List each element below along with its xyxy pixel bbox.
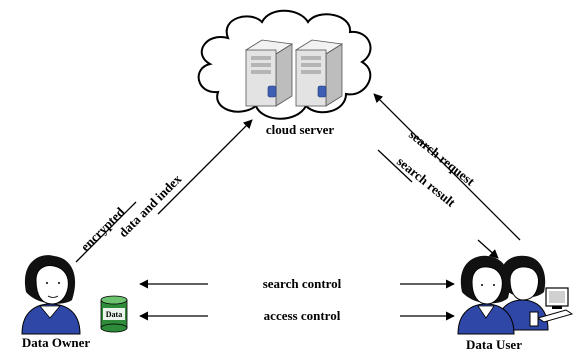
server-icon <box>244 39 294 107</box>
data-user-icon <box>457 255 549 335</box>
data-store-label: Data <box>106 310 122 319</box>
computer-icon <box>529 287 574 327</box>
data-user-label: Data User <box>466 337 522 351</box>
data-and-index-label: data and index <box>116 171 185 240</box>
upload-arrow-tail <box>75 201 137 263</box>
search-result-arrow <box>477 239 499 259</box>
cloud-server-label: cloud server <box>266 122 334 137</box>
data-owner-label: Data Owner <box>22 335 90 350</box>
server-icon <box>294 39 344 107</box>
database-icon: Data <box>100 295 128 333</box>
upload-arrow <box>157 119 253 215</box>
search-control-label: search control <box>263 276 342 291</box>
access-control-label: access control <box>264 308 341 323</box>
search-result-arrow-tail <box>377 149 413 183</box>
data-owner-icon <box>21 255 81 335</box>
search-request-arrow <box>373 93 521 241</box>
